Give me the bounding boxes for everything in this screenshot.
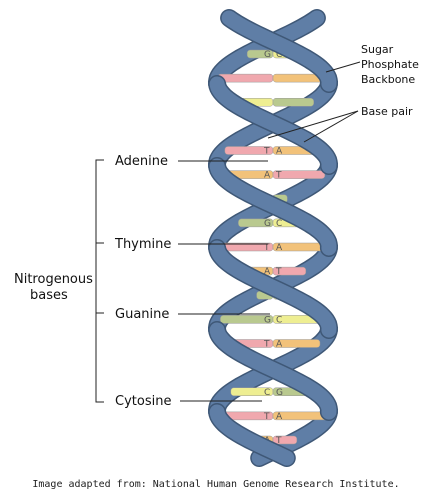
adenine-label: Adenine: [115, 154, 168, 169]
base-letter: T: [263, 340, 270, 350]
base-letter: G: [264, 219, 271, 229]
base-letter: A: [264, 171, 271, 181]
backbone-label-line2: Phosphate: [361, 58, 419, 71]
thymine-base: [217, 73, 274, 83]
base-letter: T: [263, 147, 270, 157]
nitrogenous-bracket: [95, 159, 104, 403]
base-letter: G: [276, 388, 283, 398]
base-letter: T: [275, 171, 282, 181]
thymine-base: [272, 170, 326, 179]
base-pair-rung: [217, 73, 329, 83]
cytosine-label: Cytosine: [115, 394, 171, 409]
base-pair-label: Base pair: [361, 105, 413, 118]
base-letter: T: [275, 267, 282, 277]
base-letter: C: [264, 388, 270, 398]
thymine-base: [272, 435, 298, 445]
base-letter: G: [264, 315, 271, 325]
base-letter: G: [264, 50, 271, 60]
adenine-base: [272, 339, 321, 348]
base-letter: C: [276, 315, 282, 325]
backbone-strand-a-front: [221, 10, 337, 92]
base-letter: T: [275, 436, 282, 446]
source-caption: Image adapted from: National Human Genom…: [32, 479, 400, 490]
thymine-base: [272, 266, 307, 276]
base-letter: T: [263, 412, 270, 422]
base-letter: A: [276, 243, 283, 253]
backbone-label-line3: Backbone: [361, 73, 415, 86]
backbone-strand-b-front: [209, 404, 295, 466]
nitrogenous-label-line2: bases: [30, 288, 68, 303]
guanine-label: Guanine: [115, 307, 169, 322]
guanine-base: [272, 98, 314, 107]
backbone-strand-a-front: [209, 322, 337, 420]
base-letter: C: [276, 50, 282, 60]
base-letter: A: [276, 340, 283, 350]
backbone-strand-b-front: [209, 240, 337, 338]
backbone-strand-b-front: [209, 76, 337, 174]
base-letter: T: [263, 243, 270, 253]
base-letter: C: [276, 219, 282, 229]
backbone-leader-line: [325, 61, 361, 73]
base-letter: A: [276, 412, 283, 422]
base-letter: A: [264, 267, 271, 277]
thymine-label: Thymine: [114, 237, 171, 252]
base-letter: A: [276, 147, 283, 157]
nitrogenous-label-line1: Nitrogenous: [14, 272, 93, 287]
base-pair-leader-line-2: [303, 110, 359, 143]
backbone-strand-a-front: [209, 158, 337, 256]
backbone-label-line1: Sugar: [361, 43, 394, 56]
base-pair-leader-line-1: [267, 110, 359, 139]
